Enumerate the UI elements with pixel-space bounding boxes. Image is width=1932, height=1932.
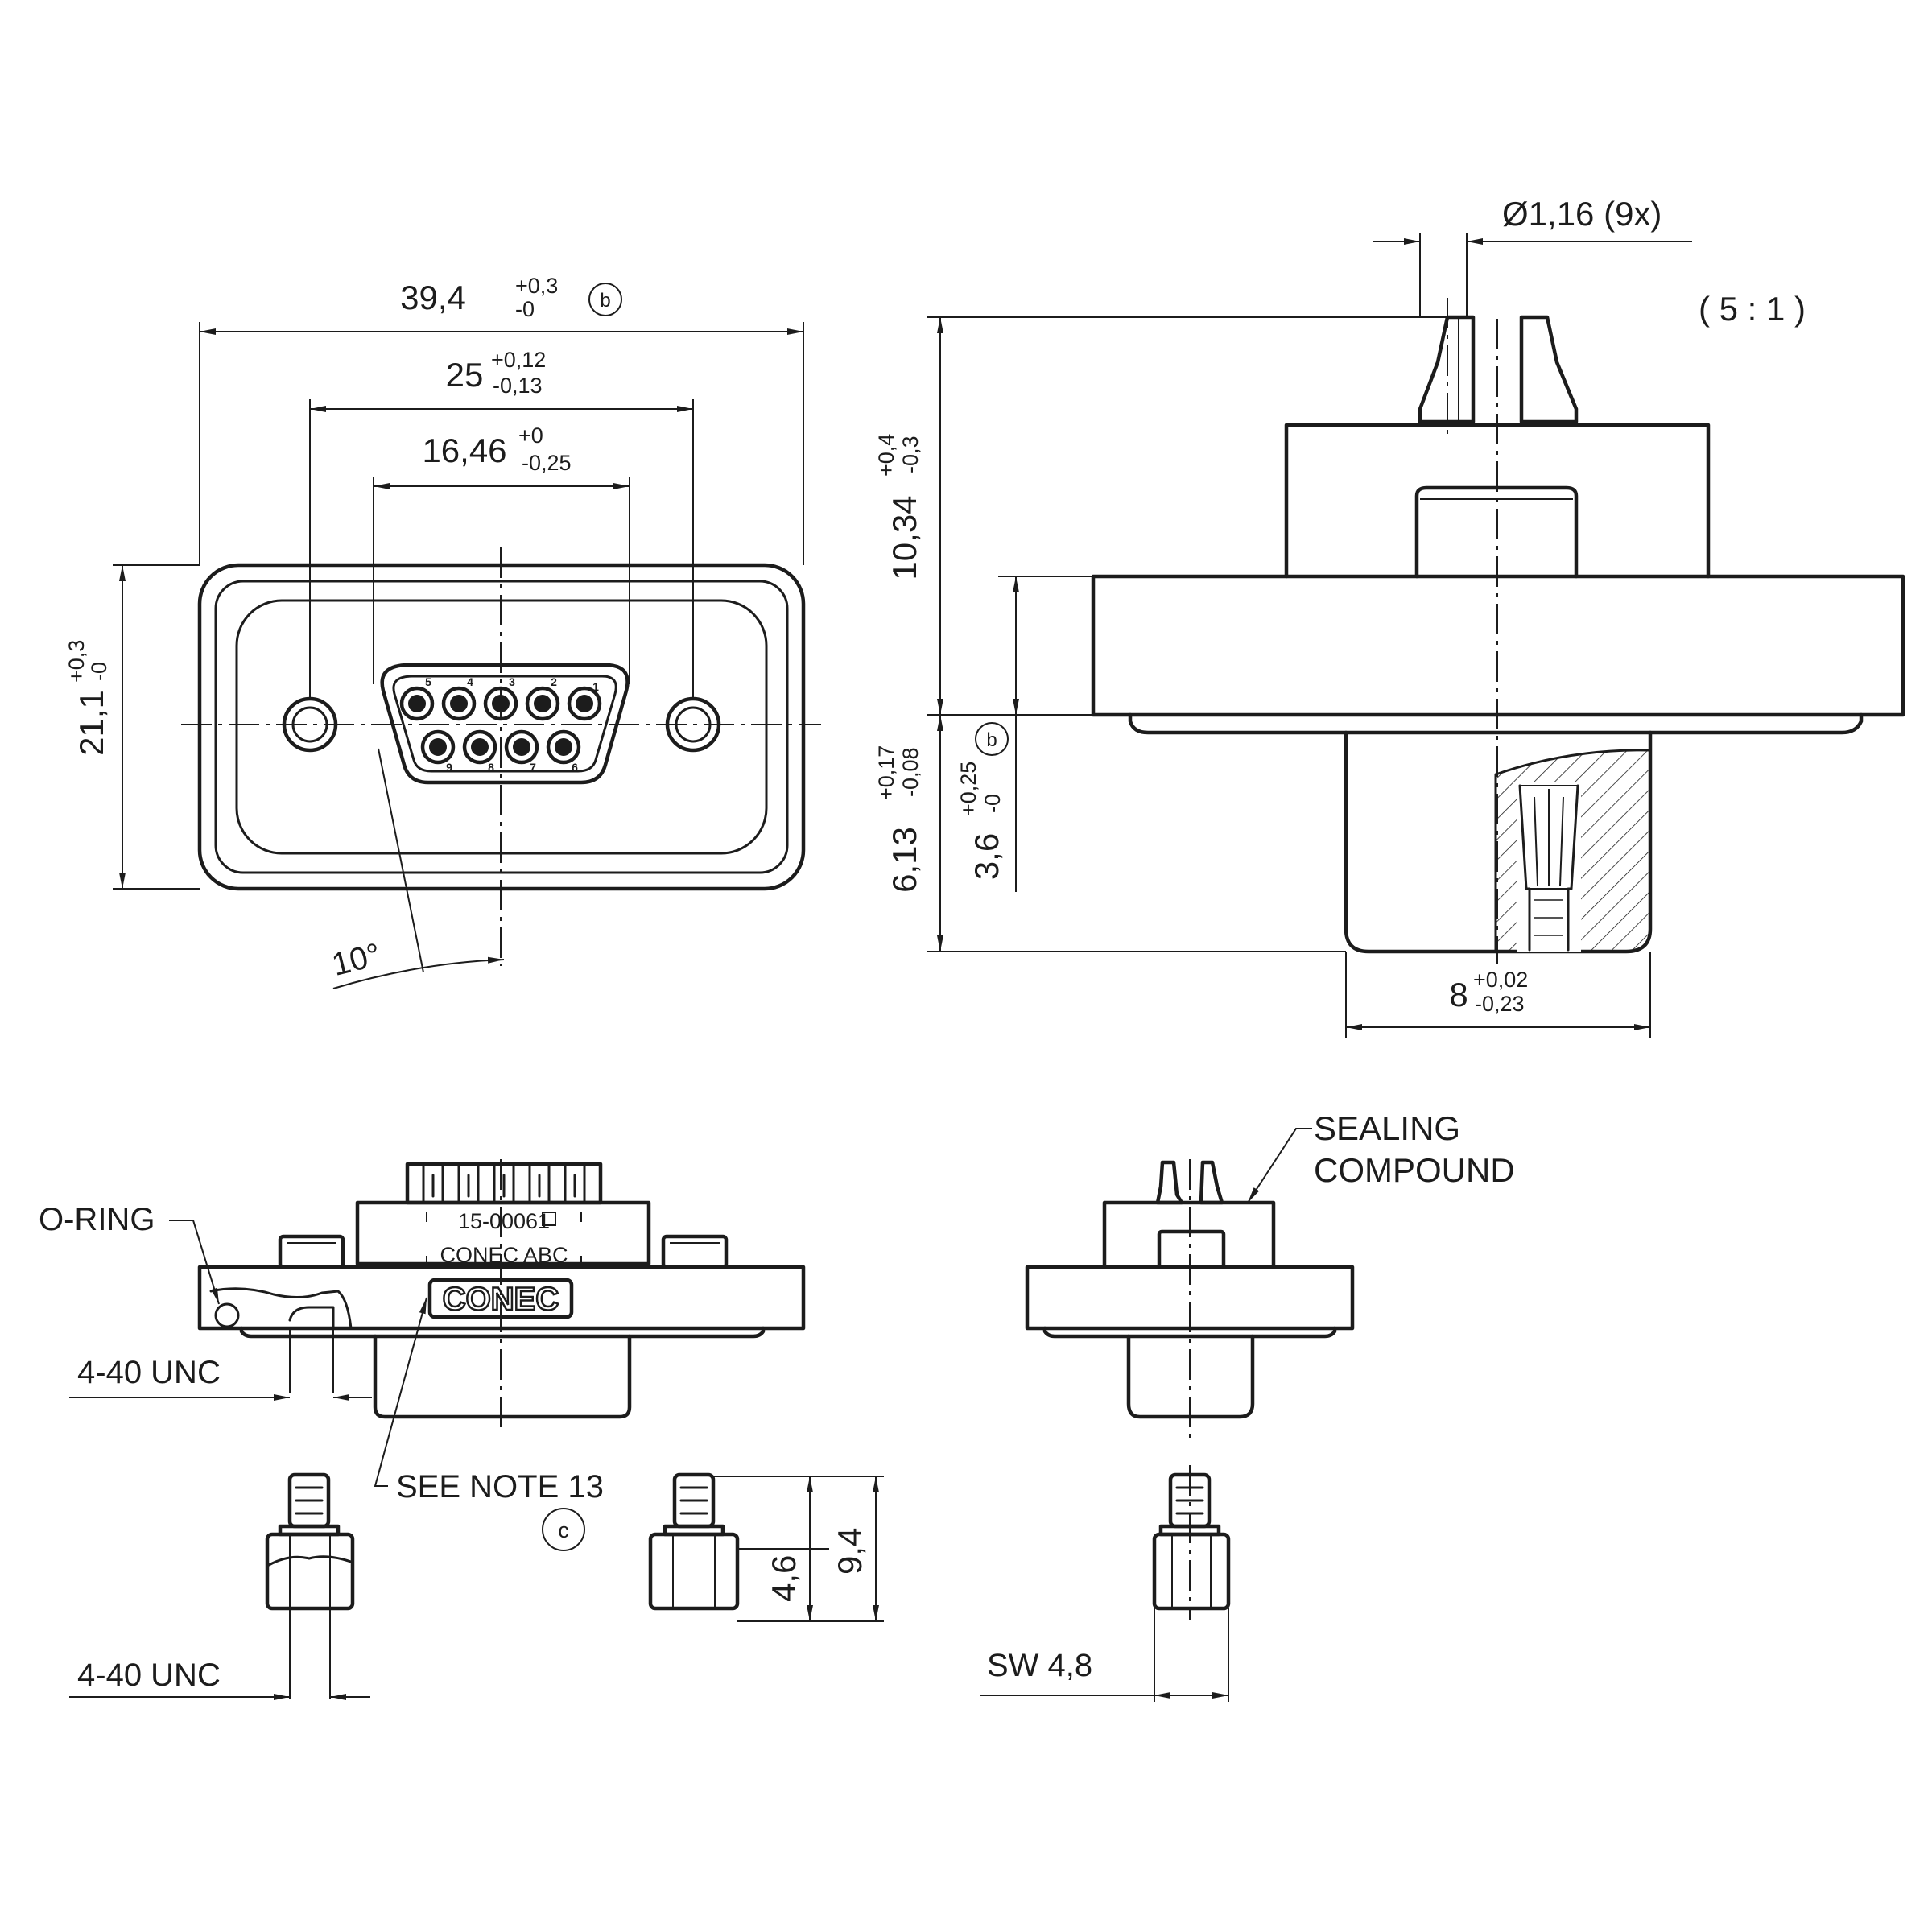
- height-value: 21,1: [72, 690, 110, 756]
- bottom-pins: [405, 1162, 603, 1205]
- flange-height-tol-lower: -0: [980, 794, 1005, 813]
- label-width-main: 39,4 +0,3 -0 b: [400, 274, 622, 321]
- shell-width-value: 16,46: [422, 431, 506, 469]
- post-right: [661, 1234, 729, 1269]
- pin-label-8: 8: [488, 761, 494, 774]
- br-inner: [1157, 1229, 1226, 1269]
- front-view: 5 4 3 2 1 9 8 7 6 10° 39,4 +0,3: [64, 274, 821, 989]
- hole-pitch-tol-lower: -0,13: [493, 374, 543, 398]
- pin-label-7: 7: [530, 761, 536, 774]
- d-sub-shell-outer: [380, 663, 630, 785]
- bottom-right-view: SEALING COMPOUND SW 4,8: [980, 1109, 1515, 1702]
- sealing-line-1: SEALING: [1314, 1109, 1460, 1147]
- side-oring: [1128, 712, 1864, 735]
- label-height-upper: 10,34 +0,4 -0,3: [874, 434, 923, 580]
- screw-cutaway: [265, 1472, 355, 1699]
- height-upper-tol-upper: +0,4: [874, 434, 898, 477]
- height-upper-tol-lower: -0,3: [898, 436, 923, 473]
- label-shell-width: 16,46 +0 -0,25: [422, 423, 571, 475]
- shell-width-side-tol-upper: +0,02: [1473, 968, 1528, 992]
- o-ring-symbol: [214, 1302, 240, 1328]
- label-o-ring: O-RING: [39, 1202, 155, 1237]
- shell-width-side-value: 8: [1449, 976, 1468, 1013]
- label-thread-2: 4-40 UNC: [77, 1657, 221, 1693]
- br-pin-left: [1155, 1160, 1184, 1205]
- hole-pitch-tol-upper: +0,12: [491, 348, 546, 372]
- marking-part-number: 15-00061: [458, 1209, 550, 1233]
- scale-label: ( 5 : 1 ): [1699, 290, 1806, 328]
- angle-label: 10°: [328, 937, 384, 983]
- label-flange-height: 3,6 +0,25 -0: [956, 762, 1005, 881]
- flange-height-value: 3,6: [968, 833, 1005, 880]
- shell-width-side-tol-lower: -0,23: [1475, 992, 1525, 1016]
- height-tol-lower: -0: [87, 662, 111, 681]
- width-main-ref: b: [600, 290, 610, 312]
- contact-row-bottom: [420, 729, 581, 765]
- label-shell-width-side: 8 +0,02 -0,23: [1449, 968, 1528, 1016]
- shell-width-tol-upper: +0: [518, 423, 543, 448]
- marking-brand: CONEC ABC: [440, 1243, 568, 1267]
- height-lower-tol-lower: -0,08: [898, 747, 923, 797]
- flange-height-tol-upper: +0,25: [956, 762, 980, 816]
- height-lower-tol-upper: +0,17: [874, 745, 898, 800]
- angle-leg: [378, 748, 424, 973]
- width-main-tol-lower: -0: [515, 297, 535, 321]
- pin-label-6: 6: [572, 761, 578, 774]
- screw-with-dims: [648, 1472, 740, 1611]
- pin-label-1: 1: [592, 680, 599, 693]
- dim-large-label: 9,4: [831, 1528, 869, 1575]
- br-pin-right: [1199, 1160, 1224, 1205]
- sealing-line-2: COMPOUND: [1314, 1151, 1515, 1189]
- shell-width-tol-lower: -0,25: [522, 451, 572, 475]
- height-tol-upper: +0,3: [64, 640, 89, 683]
- post-left: [278, 1234, 345, 1269]
- bottom-shell: [373, 1334, 632, 1419]
- height-upper-value: 10,34: [886, 495, 923, 580]
- note-ref: c: [558, 1518, 569, 1542]
- label-see-note: SEE NOTE 13: [396, 1469, 604, 1505]
- label-height: 21,1 +0,3 -0: [64, 640, 111, 756]
- pin-label-4: 4: [467, 675, 473, 688]
- bottom-side-view: 15-00061 CONEC ABC CONEC O-RING 4-40 UNC: [39, 1159, 884, 1700]
- label-thread-1: 4-40 UNC: [77, 1355, 221, 1390]
- height-lower-value: 6,13: [886, 827, 923, 893]
- side-pin-right: [1519, 315, 1579, 424]
- side-pin-left: [1418, 315, 1476, 424]
- label-height-lower: 6,13 +0,17 -0,08: [874, 745, 923, 893]
- hole-pitch-value: 25: [446, 356, 484, 394]
- dim-small-label: 4,6: [765, 1555, 803, 1602]
- logo-conec: CONEC: [443, 1282, 559, 1317]
- pin-diameter-label: Ø1,16 (9x): [1502, 195, 1662, 233]
- angle-arc: [332, 956, 505, 989]
- screw-wrench: [1152, 1465, 1231, 1620]
- side-view: ( 5 : 1 ): [874, 195, 1905, 1038]
- flange-ref: b: [986, 729, 997, 751]
- pin-label-2: 2: [551, 675, 557, 688]
- contact-row-top: [399, 686, 602, 721]
- label-wrench-size: SW 4,8: [987, 1648, 1092, 1683]
- d-sub-shell-inner: [392, 675, 617, 773]
- mounting-hole-left: [282, 696, 338, 753]
- marking-box: [542, 1212, 556, 1226]
- pin-label-5: 5: [425, 675, 431, 688]
- width-main-tol-upper: +0,3: [515, 274, 558, 298]
- pin-number-labels: 5 4 3 2 1 9 8 7 6: [425, 675, 599, 774]
- label-hole-pitch: 25 +0,12 -0,13: [446, 348, 547, 398]
- pin-label-9: 9: [446, 761, 452, 774]
- pin-label-3: 3: [509, 675, 515, 688]
- bottom-insulator: [355, 1200, 651, 1266]
- width-main-value: 39,4: [400, 279, 466, 316]
